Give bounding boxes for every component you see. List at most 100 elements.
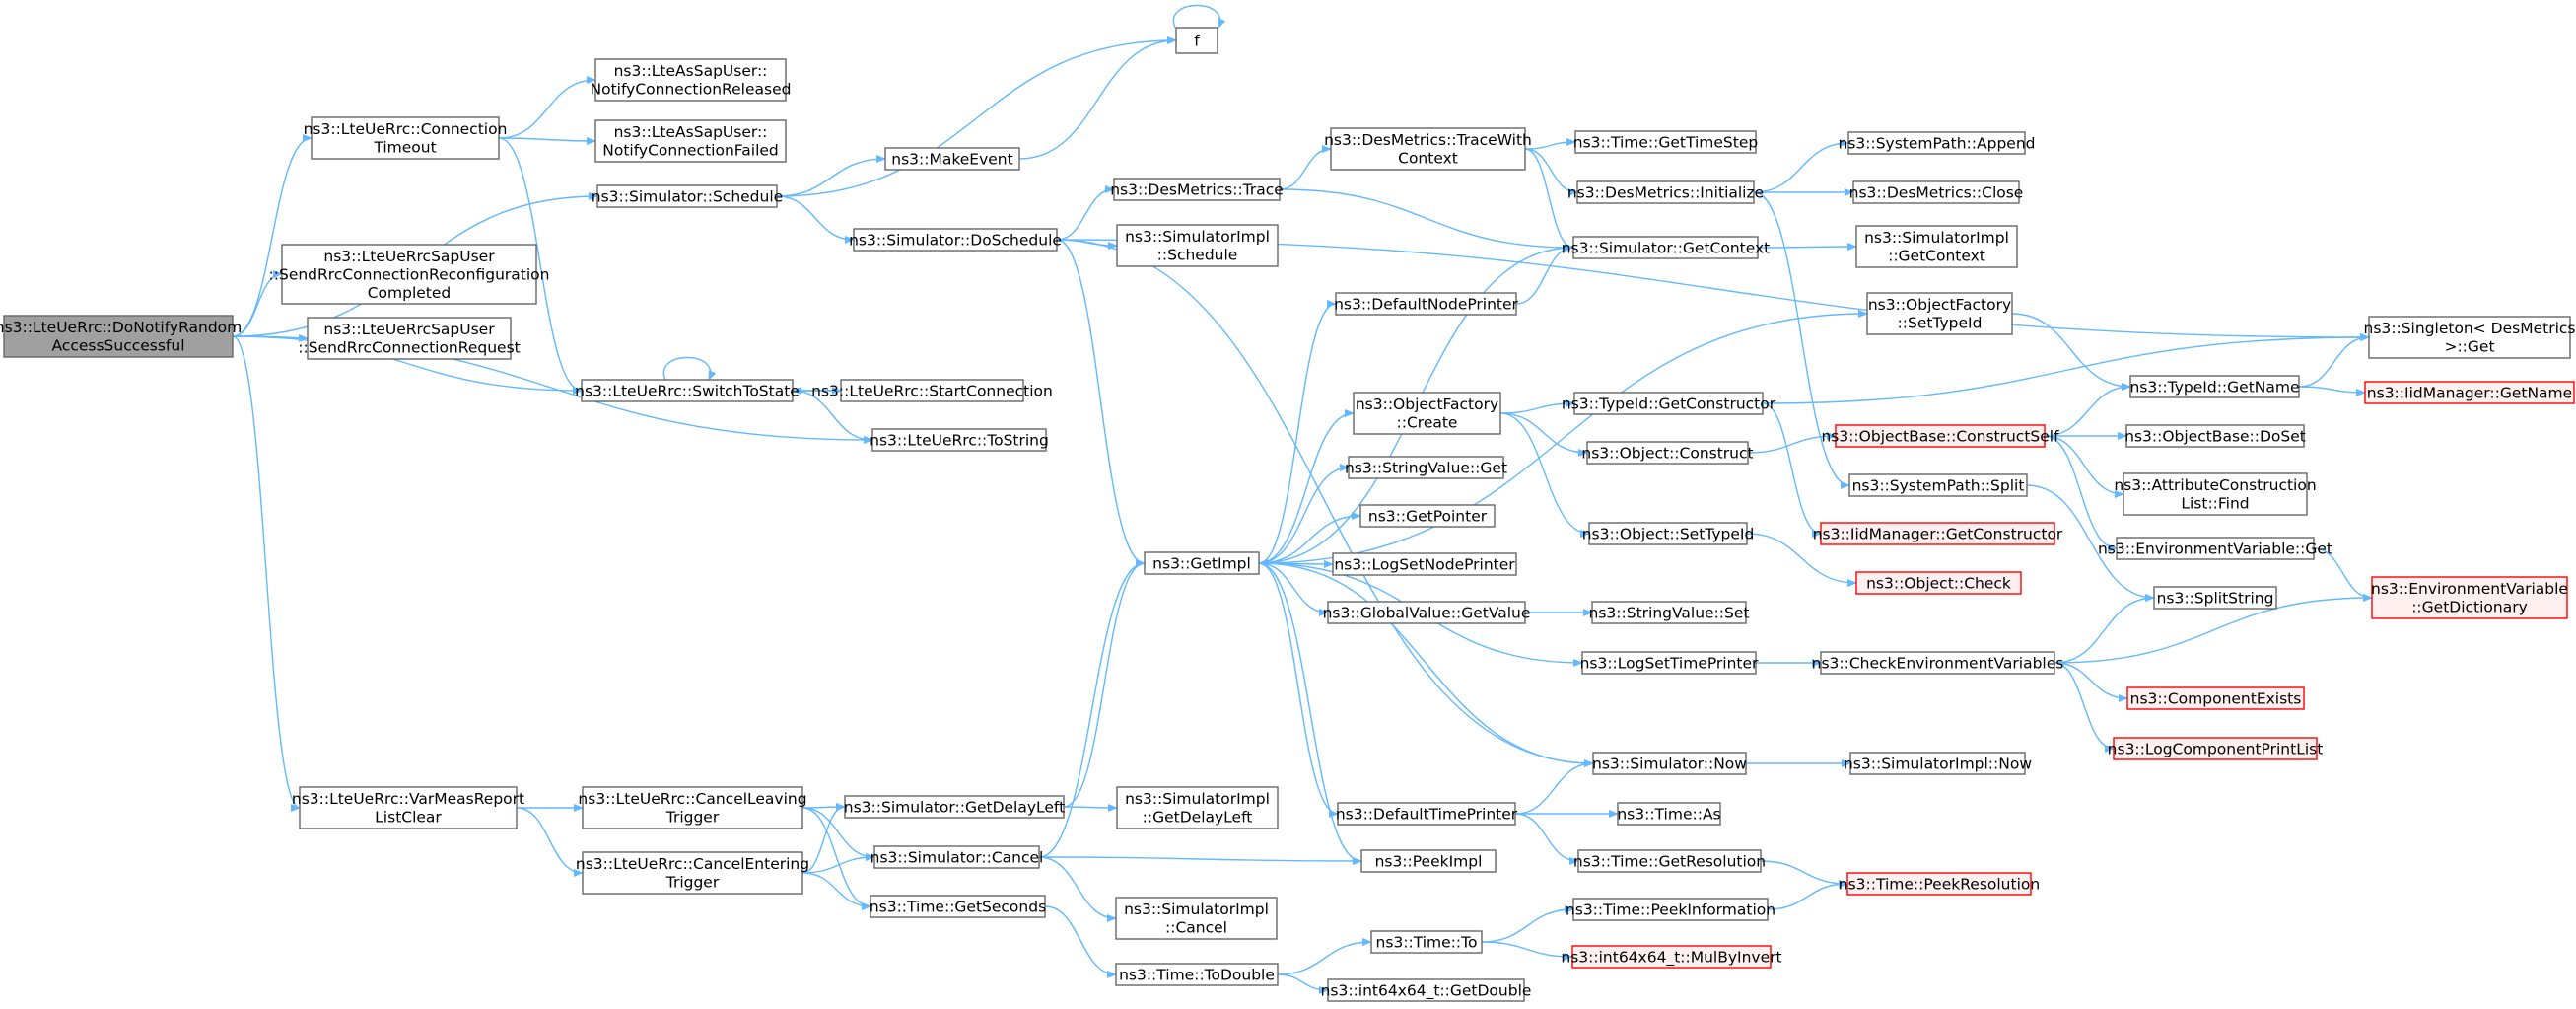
node-get-context[interactable]: ns3::Simulator::GetContext [1562,236,1771,259]
edge-des-trace-to-trace-with-ctx [1279,145,1332,190]
node-sp-append[interactable]: ns3::SystemPath::Append [1839,131,2036,155]
node-peek-resolution[interactable]: ns3::Time::PeekResolution [1839,872,2040,896]
node-label: ns3::ComponentExists [2130,689,2302,707]
node-get-pointer[interactable]: ns3::GetPointer [1359,504,1496,528]
node-obj-check[interactable]: ns3::Object::Check [1855,571,2022,595]
node-get-delay-left[interactable]: ns3::Simulator::GetDelayLeft [844,795,1065,819]
node-make-event[interactable]: ns3::MakeEvent [884,147,1020,171]
node-impl-cancel[interactable]: ns3::SimulatorImpl::Cancel [1115,897,1278,940]
node-component-exists[interactable]: ns3::ComponentExists [2126,686,2305,710]
node-label: ns3::LteUeRrc::CancelLeaving [578,790,806,808]
node-impl-delay-left[interactable]: ns3::SimulatorImpl::GetDelayLeft [1116,786,1279,829]
node-sim-cancel[interactable]: ns3::Simulator::Cancel [870,845,1044,869]
node-time-as[interactable]: ns3::Time::As [1617,802,1721,826]
node-log-set-time-printer[interactable]: ns3::LogSetTimePrinter [1580,651,1759,675]
node-impl-now[interactable]: ns3::SimulatorImpl::Now [1844,752,2032,775]
node-time-to[interactable]: ns3::Time::To [1370,930,1483,954]
edge-default-node-printer-to-get-context [1515,244,1574,305]
node-label: ns3::Time::GetSeconds [870,898,1046,915]
node-of-set-type-id[interactable]: ns3::ObjectFactory::SetTypeId [1866,292,2013,335]
node-env-get[interactable]: ns3::EnvironmentVariable::Get [2098,537,2332,560]
node-box [1348,456,1504,479]
node-mul-by-invert[interactable]: ns3::int64x64_t::MulByInvert [1561,945,1782,969]
node-split-string[interactable]: ns3::SplitString [2153,586,2277,610]
edge-cancel-leaving-to-get-seconds [801,807,871,910]
node-box [853,228,1058,252]
node-label: ns3::StringValue::Set [1589,604,1750,621]
node-peek-impl[interactable]: ns3::PeekImpl [1360,849,1497,873]
node-get-resolution[interactable]: ns3::Time::GetResolution [1573,849,1766,873]
node-box [1848,473,2028,497]
node-box [1576,180,1755,204]
node-label: ns3::TypeId::GetName [2129,378,2299,396]
node-env-get-dict[interactable]: ns3::EnvironmentVariable::GetDictionary [2371,576,2568,619]
node-default-time-printer[interactable]: ns3::DefaultTimePrinter [1336,802,1518,826]
edge-get-impl-to-default-node-printer [1258,300,1337,564]
node-label: ns3::LteUeRrc::StartConnection [811,382,1053,399]
node-box [1591,601,1747,624]
node-sp-split[interactable]: ns3::SystemPath::Split [1848,473,2028,497]
node-ob-do-set[interactable]: ns3::ObjectBase::DoSet [2124,424,2306,448]
node-box [311,116,500,160]
node-do-schedule[interactable]: ns3::Simulator::DoSchedule [849,228,1062,252]
node-iid-get-name[interactable]: ns3::IidManager::GetName [2364,381,2575,404]
node-obj-set-type-id[interactable]: ns3::Object::SetTypeId [1582,522,1755,545]
node-get-double[interactable]: ns3::int64x64_t::GetDouble [1321,978,1532,1002]
node-of-create[interactable]: ns3::ObjectFactory::Create [1353,392,1501,435]
node-iid-get-ctor[interactable]: ns3::IidManager::GetConstructor [1813,522,2063,545]
node-box [1116,224,1279,267]
node-send-reconf[interactable]: ns3::LteUeRrcSapUser::SendRrcConnectionR… [269,244,550,305]
node-label: >::Get [2444,338,2494,356]
node-box [1846,872,2032,896]
node-sv-get[interactable]: ns3::StringValue::Get [1345,456,1507,479]
node-des-close[interactable]: ns3::DesMetrics::Close [1849,180,2024,204]
node-sim-now[interactable]: ns3::Simulator::Now [1592,752,1747,775]
node-box [581,379,794,402]
node-get-seconds[interactable]: ns3::Time::GetSeconds [870,895,1046,918]
node-tid-get-name[interactable]: ns3::TypeId::GetName [2129,375,2300,398]
node-obj-construct[interactable]: ns3::Object::Construct [1581,441,1754,465]
node-ob-construct-self[interactable]: ns3::ObjectBase::ConstructSelf [1821,424,2059,448]
node-send-req[interactable]: ns3::LteUeRrcSapUser::SendRrcConnectionR… [298,317,521,360]
node-impl-get-context[interactable]: ns3::SimulatorImpl::GetContext [1855,225,2018,268]
node-notify-failed[interactable]: ns3::LteAsSapUser::NotifyConnectionFaile… [594,119,787,163]
node-gv-get-value[interactable]: ns3::GlobalValue::GetValue [1323,601,1531,624]
node-des-init[interactable]: ns3::DesMetrics::Initialize [1567,180,1764,204]
node-sv-set[interactable]: ns3::StringValue::Set [1589,601,1750,624]
node-schedule[interactable]: ns3::Simulator::Schedule [592,184,783,208]
node-peek-info[interactable]: ns3::Time::PeekInformation [1566,898,1775,921]
node-log-comp-print-list[interactable]: ns3::LogComponentPrintList [2108,737,2324,760]
node-label: ns3::Time::To [1376,933,1478,951]
node-log-set-node-printer[interactable]: ns3::LogSetNodePrinter [1332,552,1517,576]
node-to-string[interactable]: ns3::LteUeRrc::ToString [870,428,1049,452]
node-label: ns3::Time::GetTimeStep [1573,133,1758,151]
node-to-double[interactable]: ns3::Time::ToDouble [1115,963,1279,986]
edge-obj-construct-to-ob-construct-self [1747,432,1837,454]
node-switch-to-state[interactable]: ns3::LteUeRrc::SwitchToState [575,379,800,402]
node-get-impl[interactable]: ns3::GetImpl [1144,551,1260,575]
node-box [594,119,787,163]
edge-get-impl-to-get-pointer [1258,512,1361,564]
edge-default-time-printer-to-get-resolution [1514,813,1579,865]
node-f[interactable]: f [1175,27,1218,54]
node-box [1855,225,2018,268]
node-box [1852,180,2020,204]
node-get-time-step[interactable]: ns3::Time::GetTimeStep [1573,130,1758,154]
node-label: ns3::SystemPath::Split [1852,476,2025,494]
node-check-env-vars[interactable]: ns3::CheckEnvironmentVariables [1812,651,2064,675]
node-root[interactable]: ns3::LteUeRrc::DoNotifyRandomAccessSucce… [0,315,242,358]
node-notify-released[interactable]: ns3::LteAsSapUser::NotifyConnectionRelea… [591,58,792,102]
node-des-trace[interactable]: ns3::DesMetrics::Trace [1110,178,1284,201]
edge-do-schedule-to-des-trace [1056,185,1115,241]
node-default-node-printer[interactable]: ns3::DefaultNodePrinter [1334,292,1519,316]
node-impl-schedule[interactable]: ns3::SimulatorImpl::Schedule [1116,224,1279,267]
node-start-conn[interactable]: ns3::LteUeRrc::StartConnection [811,379,1053,402]
node-tid-get-ctor[interactable]: ns3::TypeId::GetConstructor [1562,392,1776,415]
node-singleton-get[interactable]: ns3::Singleton< DesMetrics >::Get [2364,316,2576,359]
